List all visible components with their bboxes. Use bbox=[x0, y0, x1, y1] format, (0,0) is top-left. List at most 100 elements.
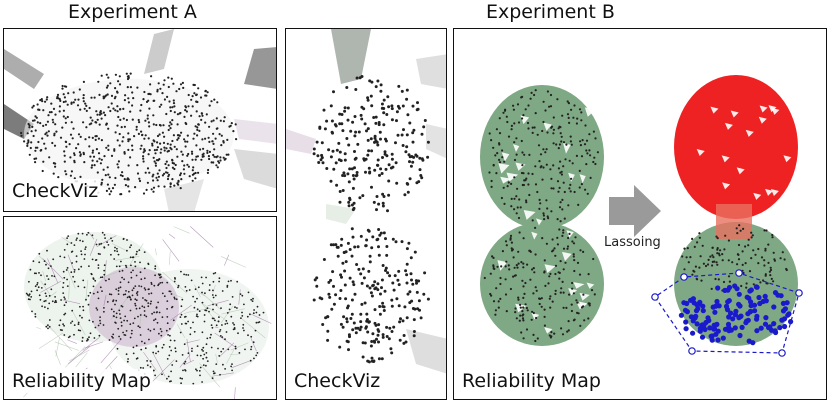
data-point bbox=[108, 193, 111, 196]
data-point bbox=[41, 305, 43, 308]
data-point bbox=[236, 307, 238, 309]
data-point bbox=[549, 306, 552, 309]
data-point bbox=[571, 240, 574, 243]
data-point bbox=[763, 259, 766, 262]
data-point bbox=[354, 326, 358, 330]
data-point bbox=[325, 167, 329, 170]
data-point bbox=[207, 136, 210, 139]
data-point bbox=[321, 323, 325, 326]
data-point bbox=[105, 86, 109, 89]
data-point bbox=[252, 297, 254, 300]
data-point bbox=[138, 249, 141, 251]
data-point bbox=[94, 279, 97, 282]
data-point bbox=[153, 311, 156, 314]
data-point bbox=[144, 119, 147, 122]
edge bbox=[170, 304, 192, 321]
data-point bbox=[127, 138, 130, 141]
data-point bbox=[54, 301, 56, 304]
data-point bbox=[694, 321, 700, 327]
data-point bbox=[221, 336, 224, 338]
data-point bbox=[131, 289, 134, 292]
data-point bbox=[97, 267, 100, 269]
data-point bbox=[117, 327, 120, 330]
data-point bbox=[63, 256, 66, 259]
data-point bbox=[226, 138, 229, 141]
data-point bbox=[693, 245, 696, 248]
edge bbox=[88, 231, 95, 240]
data-point bbox=[152, 173, 155, 176]
data-point bbox=[143, 314, 146, 317]
data-point bbox=[45, 98, 48, 101]
data-point bbox=[542, 148, 545, 151]
data-point bbox=[368, 171, 372, 175]
edge bbox=[54, 341, 79, 351]
data-point bbox=[524, 303, 527, 306]
data-point bbox=[538, 302, 541, 306]
edge bbox=[82, 337, 100, 351]
data-point bbox=[763, 264, 766, 267]
data-point bbox=[405, 133, 409, 137]
data-point bbox=[783, 258, 786, 261]
data-point bbox=[367, 166, 371, 170]
data-point bbox=[383, 150, 387, 154]
data-point bbox=[555, 143, 558, 146]
data-point bbox=[197, 171, 200, 174]
data-point bbox=[56, 93, 60, 96]
data-point bbox=[56, 97, 59, 100]
data-point bbox=[77, 232, 80, 235]
data-point bbox=[358, 196, 362, 200]
data-point bbox=[111, 240, 114, 242]
data-point bbox=[384, 266, 388, 270]
data-point bbox=[520, 139, 523, 143]
data-point bbox=[509, 234, 513, 237]
data-point bbox=[714, 321, 720, 327]
data-point bbox=[190, 150, 194, 153]
data-point bbox=[772, 280, 775, 283]
lasso-vertex bbox=[795, 289, 803, 297]
data-point bbox=[78, 151, 81, 154]
data-point bbox=[380, 102, 384, 106]
data-point bbox=[183, 273, 186, 276]
data-point bbox=[206, 149, 209, 152]
data-point bbox=[418, 156, 422, 160]
data-point bbox=[161, 373, 163, 376]
data-point bbox=[223, 158, 226, 161]
data-point bbox=[573, 269, 576, 273]
data-point bbox=[62, 115, 65, 118]
checkviz-scatter-b bbox=[286, 29, 446, 374]
data-point bbox=[65, 301, 67, 304]
data-point bbox=[358, 328, 362, 332]
data-point bbox=[174, 163, 177, 167]
data-point bbox=[243, 303, 245, 306]
data-point bbox=[562, 306, 565, 309]
data-point bbox=[114, 321, 116, 324]
data-point bbox=[543, 324, 546, 327]
data-point bbox=[350, 298, 354, 302]
data-point bbox=[534, 253, 537, 256]
data-point bbox=[381, 264, 385, 267]
data-point bbox=[493, 267, 496, 270]
data-point bbox=[163, 172, 166, 175]
data-point bbox=[711, 326, 717, 332]
data-point bbox=[752, 283, 755, 286]
data-point bbox=[356, 245, 360, 249]
data-point bbox=[208, 104, 211, 107]
data-point bbox=[326, 329, 330, 333]
data-point bbox=[545, 163, 548, 166]
hole bbox=[568, 288, 578, 296]
data-point bbox=[119, 317, 122, 319]
data-point bbox=[92, 278, 95, 280]
data-point bbox=[498, 142, 501, 145]
data-point bbox=[374, 286, 378, 290]
data-point bbox=[185, 322, 188, 325]
data-point bbox=[118, 75, 121, 78]
data-point bbox=[542, 100, 545, 103]
data-point bbox=[208, 125, 211, 128]
data-point bbox=[567, 116, 570, 119]
data-point bbox=[332, 302, 336, 306]
data-point bbox=[87, 303, 90, 306]
hole bbox=[543, 122, 552, 131]
data-point bbox=[214, 294, 217, 297]
data-point bbox=[357, 267, 361, 271]
data-point bbox=[81, 340, 84, 342]
